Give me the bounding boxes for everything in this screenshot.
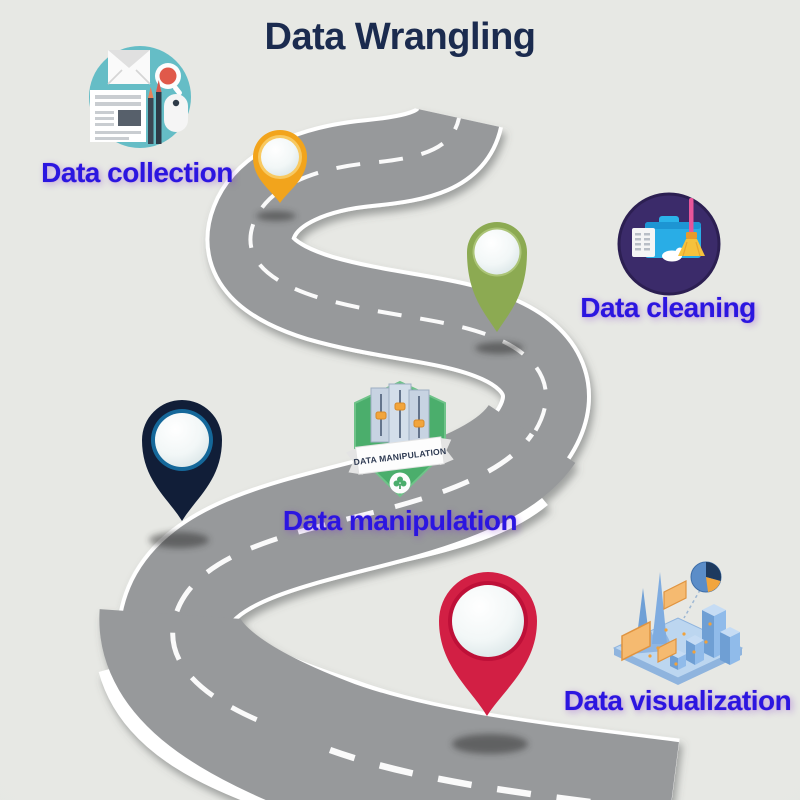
screen-panels-icon [621,580,687,663]
map-pin-manipulation [142,400,222,521]
pin-shadow-visualization [452,734,528,754]
pin-glass [155,413,209,467]
road-path [98,104,680,800]
data-visualization-icon [612,561,744,685]
ribbon-banner: DATA MANIPULATION [346,436,454,475]
stage-label-collection: Data collection [41,157,233,188]
envelope-icon [107,50,151,85]
pin-shadow-manipulation [149,532,209,548]
speckles [648,622,712,666]
pin-shadow-cleaning [475,342,523,354]
stage-label-manipulation: Data manipulation [282,505,518,536]
map-pin-cleaning [467,222,527,332]
slider-panels-icon [370,383,430,445]
page-title: Data Wrangling [264,16,537,58]
stage-label-visualization: Data visualization [563,685,792,716]
pin-shadow-collection [256,211,296,221]
pencil-icon [148,80,162,144]
data-cleaning-icon [617,192,721,296]
magnifier-icon [155,63,182,96]
mouse-icon [164,94,188,132]
spreadsheet-paper-icon [632,228,655,257]
road-center-dash-middle [170,432,535,725]
pie-balloon-icon [683,561,722,619]
map-pin-collection [253,130,307,203]
map-pin-visualization [439,572,537,716]
document-icon [90,90,146,142]
pin-glass [452,585,524,657]
pin-glass [474,229,520,275]
pin-glass [261,138,299,176]
clover-icon [389,472,411,494]
stage-label-cleaning: Data cleaning [580,292,756,323]
broom-icon [678,198,705,257]
pin-shadows [149,211,528,754]
data-collection-icon [89,46,191,148]
bar-chart-3d [670,604,740,670]
data-manipulation-badge: DATA MANIPULATION [346,380,454,498]
